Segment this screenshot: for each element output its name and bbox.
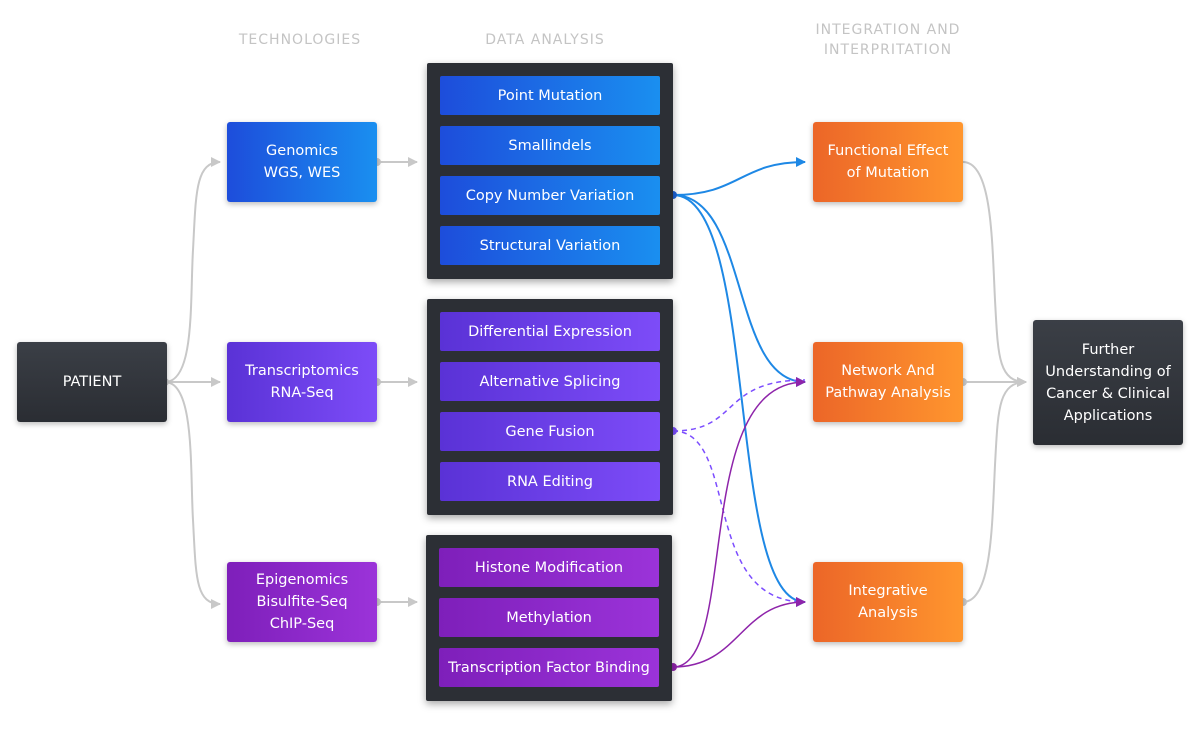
- analysis-item-histone-modification: Histone Modification: [439, 548, 659, 587]
- patient-connectors: [164, 157, 221, 609]
- integrative-analysis-line1: Integrative: [848, 583, 928, 599]
- tf-binding-connectors: [672, 377, 806, 668]
- functional-effect-line1: Functional Effect: [827, 143, 949, 159]
- header-technologies-label: TECHNOLOGIES: [238, 32, 362, 48]
- analysis-item-smallindels: Smallindels: [440, 126, 660, 165]
- differential-expression-label: Differential Expression: [468, 323, 632, 340]
- copy-number-variation-label: Copy Number Variation: [465, 187, 635, 204]
- gene-fusion-label: Gene Fusion: [505, 423, 595, 440]
- analysis-item-transcription-factor-binding: Transcription Factor Binding: [439, 648, 659, 687]
- genomics-node: Genomics WGS, WES: [227, 122, 377, 202]
- analysis-item-point-mutation: Point Mutation: [440, 76, 660, 115]
- analysis-item-copy-number-variation: Copy Number Variation: [440, 176, 660, 215]
- network-pathway-line2: Pathway Analysis: [825, 385, 951, 401]
- outcome-line4: Applications: [1063, 407, 1153, 424]
- epigenomics-method-1: Bisulfite-Seq: [256, 594, 348, 610]
- analysis-item-methylation: Methylation: [439, 598, 659, 637]
- outcome-node: Further Understanding of Cancer & Clinic…: [1033, 320, 1183, 445]
- technology-connectors: [377, 157, 418, 607]
- transcriptomics-title: Transcriptomics: [245, 363, 359, 379]
- histone-modification-label: Histone Modification: [474, 559, 624, 576]
- integrative-analysis-node: Integrative Analysis: [813, 562, 963, 642]
- header-integration: INTEGRATION AND INTERPRITATION: [778, 20, 998, 60]
- header-technologies: TECHNOLOGIES: [205, 30, 395, 50]
- analysis-item-alternative-splicing: Alternative Splicing: [440, 362, 660, 401]
- epigenomics-method-2: ChIP-Seq: [269, 616, 335, 632]
- analysis-item-gene-fusion: Gene Fusion: [440, 412, 660, 451]
- cnv-connectors: [672, 157, 806, 607]
- header-data-analysis: DATA ANALYSIS: [440, 30, 650, 50]
- genomics-title: Genomics: [266, 143, 338, 159]
- alternative-splicing-label: Alternative Splicing: [479, 373, 621, 390]
- header-integration-line2: INTERPRITATION: [823, 42, 953, 58]
- smallindels-label: Smallindels: [508, 137, 592, 154]
- outcome-line3: Cancer & Clinical: [1046, 385, 1170, 402]
- patient-label: PATIENT: [62, 374, 122, 390]
- transcription-factor-binding-label: Transcription Factor Binding: [448, 659, 650, 676]
- epigenomics-analysis-panel: Histone Modification Methylation Transcr…: [426, 535, 672, 701]
- integration-connectors: [962, 161, 1027, 603]
- analysis-item-differential-expression: Differential Expression: [440, 312, 660, 351]
- transcriptomics-analysis-panel: Differential Expression Alternative Spli…: [427, 299, 673, 515]
- structural-variation-label: Structural Variation: [479, 237, 621, 254]
- header-data-analysis-label: DATA ANALYSIS: [485, 32, 605, 48]
- epigenomics-title: Epigenomics: [255, 572, 349, 588]
- integrative-analysis-line2: Analysis: [858, 605, 918, 621]
- methylation-label: Methylation: [506, 609, 592, 626]
- network-pathway-line1: Network And: [841, 363, 935, 379]
- outcome-line2: Understanding of: [1045, 363, 1171, 380]
- analysis-item-structural-variation: Structural Variation: [440, 226, 660, 265]
- point-mutation-label: Point Mutation: [497, 87, 603, 104]
- transcriptomics-methods: RNA-Seq: [270, 385, 334, 401]
- network-pathway-node: Network And Pathway Analysis: [813, 342, 963, 422]
- genomics-methods: WGS, WES: [263, 165, 341, 181]
- patient-node: PATIENT: [17, 342, 167, 422]
- transcriptomics-node: Transcriptomics RNA-Seq: [227, 342, 377, 422]
- gene-fusion-connectors: [672, 379, 806, 603]
- epigenomics-node: Epigenomics Bisulfite-Seq ChIP-Seq: [227, 562, 377, 642]
- outcome-line1: Further: [1081, 341, 1135, 358]
- analysis-item-rna-editing: RNA Editing: [440, 462, 660, 501]
- functional-effect-line2: of Mutation: [846, 165, 930, 181]
- functional-effect-node: Functional Effect of Mutation: [813, 122, 963, 202]
- genomics-analysis-panel: Point Mutation Smallindels Copy Number V…: [427, 63, 673, 279]
- header-integration-line1: INTEGRATION AND: [815, 22, 961, 38]
- rna-editing-label: RNA Editing: [507, 473, 593, 490]
